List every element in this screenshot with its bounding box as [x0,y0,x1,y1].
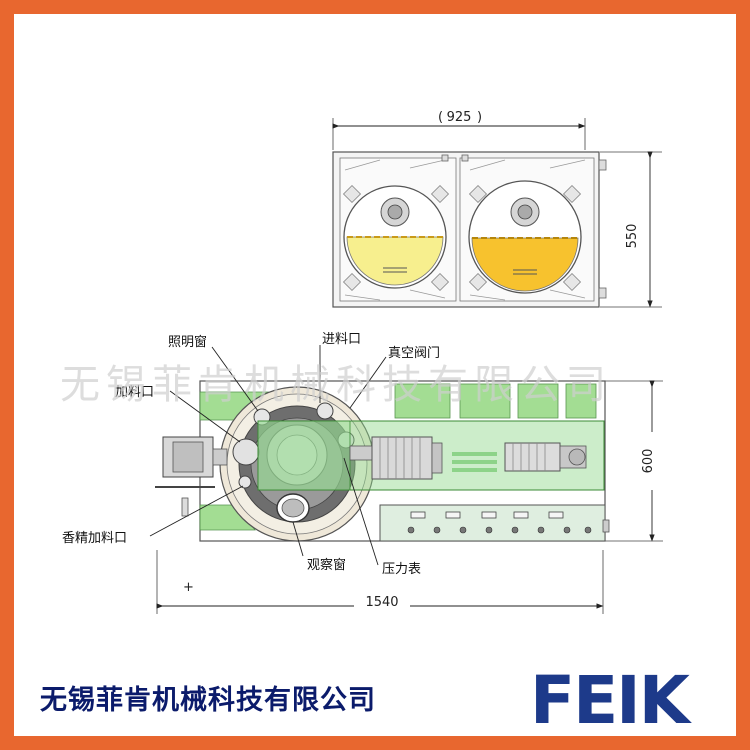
top-height-dimension: 550 [625,224,640,249]
brand-logo: FEIK [530,662,690,739]
front-height-dimension: 600 [641,449,656,474]
label-observation-window: 观察窗 [307,557,346,573]
company-name: 无锡菲肯机械科技有限公司 [40,685,376,716]
label-vacuum-valve: 真空阀门 [388,346,440,361]
right-tank [468,180,582,294]
top-view: 925 ( ) 550 [332,108,662,308]
watermark-text: 无锡菲肯机械科技有限公司 [60,362,612,408]
main-motor [371,436,443,480]
label-flavor-inlet: 香精加料口 [62,531,127,546]
origin-mark: + [183,580,194,595]
secondary-motor [504,442,587,472]
vessel-flange [219,386,375,542]
leader-lines [149,345,387,566]
front-width-dimension: 1540 [365,595,398,610]
label-add-inlet: 加料口 [115,385,154,400]
label-pressure-gauge: 压力表 [382,562,421,577]
paren-close: ) [477,110,482,125]
left-tank [343,185,447,289]
top-width-dimension: 925 [447,110,472,125]
control-panel [379,504,610,542]
paren-open: ( [438,110,443,125]
side-gear-motor [155,436,228,517]
label-feed-inlet: 进料口 [322,332,361,347]
front-view: 600 [155,380,663,614]
label-lighting-window: 照明窗 [168,334,207,350]
